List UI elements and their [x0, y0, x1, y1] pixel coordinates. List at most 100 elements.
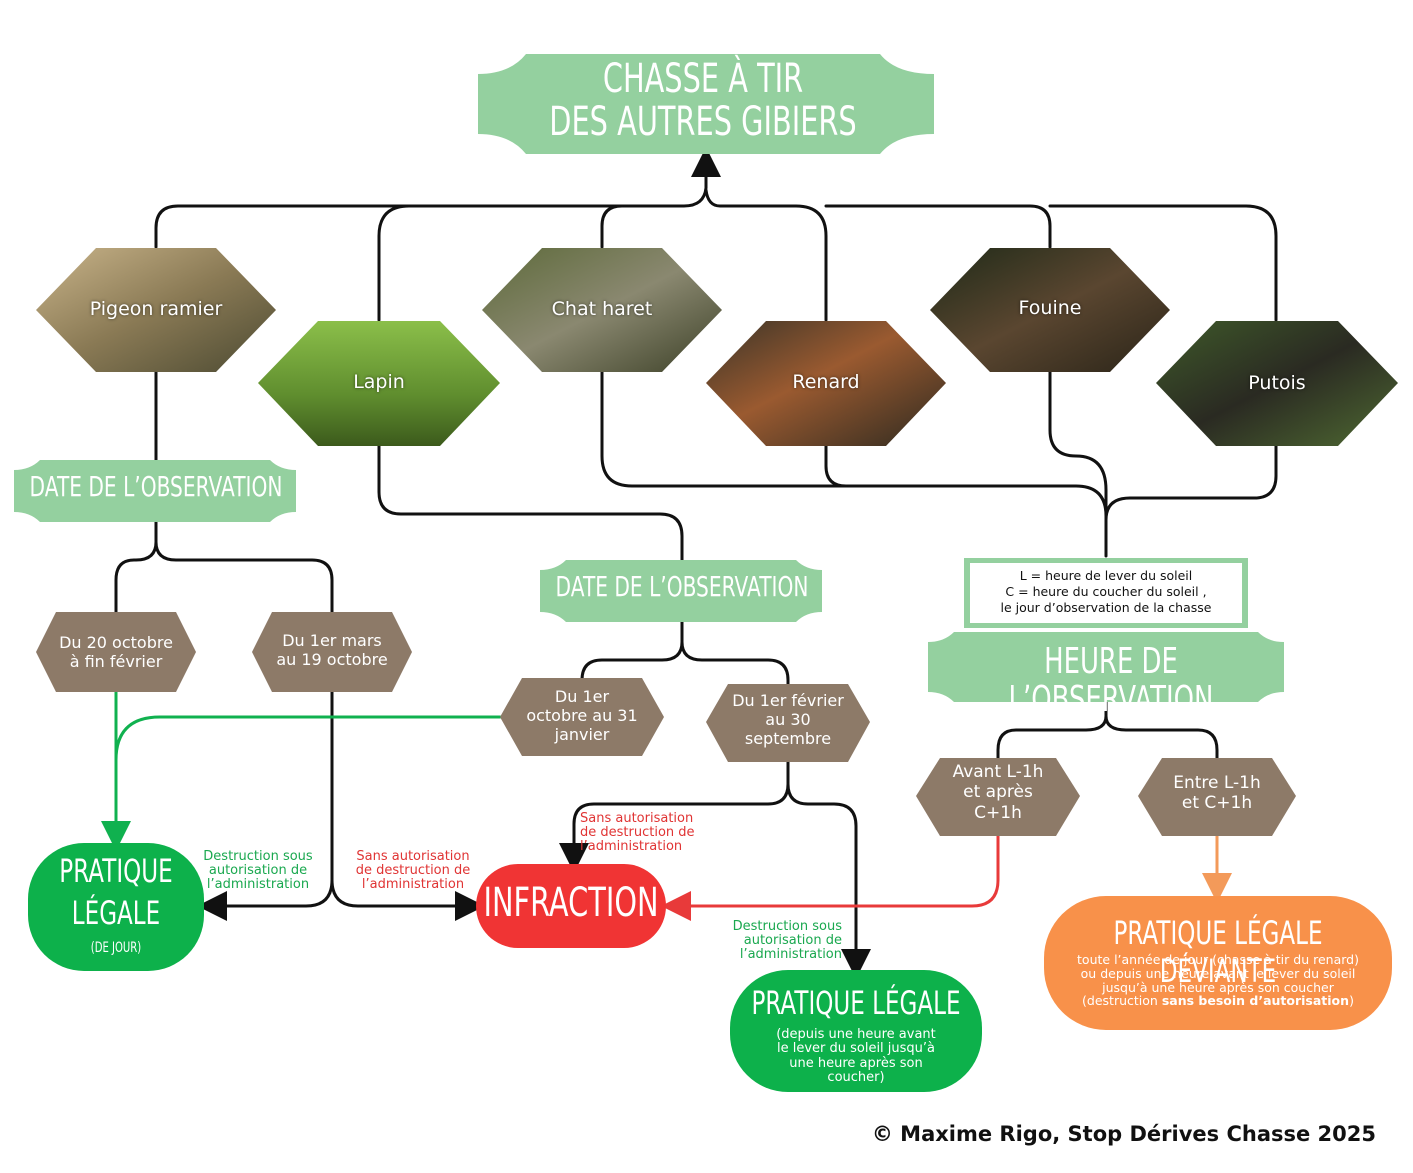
hour-2-line-2: et C+1h: [1181, 793, 1253, 814]
connector-date-mid-split: [580, 620, 684, 690]
hex-hour-2: [1138, 758, 1296, 836]
connector-date-left-split: [114, 520, 158, 614]
hex-renard: [706, 321, 946, 446]
connector-renard-to-heure: [824, 444, 848, 488]
period-4-label: Du 1er février au 30 septembre: [706, 691, 870, 749]
connector-date-mid-split-r: [680, 640, 790, 690]
note-destruction-middle-1: Destruction sous: [732, 919, 842, 934]
animal-label-renard: Renard: [792, 371, 860, 393]
heure-observation-label: HEURE DE L’OBSERVATION: [1008, 641, 1214, 720]
note-destruction-left-3: l’administration: [206, 877, 310, 893]
hour-1-line-1: Avant L-1h: [952, 762, 1044, 782]
red-connectors: [661, 834, 1000, 921]
connector-p3-to-legal: [114, 715, 502, 762]
note-destruction-middle: Destruction sous autorisation de l’admin…: [714, 919, 842, 962]
legal-day-line-2: LÉGALE: [71, 894, 161, 932]
hex-period-3: [500, 678, 664, 756]
animal-label-chat: Chat haret: [551, 298, 653, 320]
legend-box: [970, 563, 1242, 623]
title-line-2: DES AUTRES GIBIERS: [549, 99, 857, 145]
period-2-label: Du 1er mars au 19 octobre: [252, 631, 412, 669]
period-1-label: Du 20 octobre à fin février: [36, 633, 196, 671]
period-1-line-1: Du 20 octobre: [59, 633, 173, 652]
connector-renard-top: [704, 188, 828, 322]
period-1-line-2: à fin février: [69, 652, 163, 672]
note-sans-middle-3: l’administration: [580, 839, 683, 855]
connector-chat-to-heure: [600, 370, 1108, 518]
hour-1-line-3: C+1h: [974, 802, 1022, 823]
period-4-line-1: Du 1er février: [732, 691, 844, 710]
legal-day-line-1: PRATIQUE: [59, 852, 173, 890]
note-sans-left-3: l’administration: [361, 877, 465, 893]
note-destruction-left-2: autorisation de: [208, 863, 308, 879]
outcome-infraction: [476, 864, 666, 948]
date-observation-middle-label: DATE DE L’OBSERVATION: [555, 570, 809, 603]
period-3-label: Du 1er octobre au 31 janvier: [500, 687, 664, 745]
connector-fouine-to-heure: [1048, 370, 1108, 558]
connector-animals-to-title: [154, 147, 721, 249]
connector-putois-top: [1048, 204, 1278, 322]
legal-text-3: une heure après son: [789, 1055, 923, 1071]
connector-fouine-top: [824, 204, 1052, 249]
outcome-legal-day: [28, 843, 204, 971]
connector-p4-down: [559, 760, 790, 873]
deviant-text-2: ou depuis une heure avant le lever du so…: [1080, 965, 1356, 981]
hour-1-label: Avant L-1h et après C+1h: [916, 762, 1080, 823]
hex-chat: [482, 248, 722, 372]
hex-putois: [1156, 321, 1398, 446]
connector-lapin-top: [377, 204, 411, 322]
green-connectors: [101, 690, 502, 851]
heure-banner: [928, 632, 1284, 702]
deviant-text-4: (destruction sans besoin d’autorisation): [1054, 994, 1382, 1008]
hex-hour-1: [916, 758, 1080, 836]
period-3-line-2: octobre au 31: [526, 706, 638, 726]
period-3-line-1: Du 1er: [554, 687, 610, 706]
hex-period-1: [36, 612, 196, 692]
hour-1-line-2: et après: [963, 782, 1033, 803]
title-banner: [478, 54, 934, 154]
deviant-text-1: toute l’année de jour (chasse à tir du r…: [1077, 952, 1359, 967]
legal-text: (depuis une heure avant le lever du sole…: [740, 1027, 972, 1085]
infraction-label: INFRACTION: [483, 880, 659, 926]
outcome-deviant: [1044, 896, 1392, 1030]
note-destruction-left-1: Destruction sous: [203, 849, 313, 864]
hex-period-2: [252, 612, 412, 692]
hex-fouine: [930, 248, 1170, 372]
legend-text: L = heure de lever du soleil C = heure d…: [970, 568, 1242, 616]
deviant-title: PRATIQUE LÉGALE DÉVIANTE: [1113, 914, 1323, 990]
connector-putois-to-heure: [1104, 444, 1278, 522]
deviant-text-3: jusqu’à une heure après son coucher: [1102, 979, 1334, 995]
note-destruction-middle-2: autorisation de: [743, 933, 842, 949]
date-banner-middle: [540, 560, 822, 622]
animal-label-putois: Putois: [1248, 372, 1306, 394]
note-sans-left: Sans autorisation de destruction de l’ad…: [348, 849, 478, 893]
connector-p4-to-legal: [786, 782, 871, 979]
deviant-text-4-post: ): [1349, 993, 1354, 1009]
hex-pigeon: [36, 248, 276, 372]
period-4-line-2: au 30: [765, 710, 811, 730]
deviant-text: toute l’année de jour (chasse à tir du r…: [1054, 953, 1382, 1008]
connector-h1-to-infraction: [661, 834, 1000, 921]
title-line-1: CHASSE À TIR: [602, 56, 804, 102]
hex-lapin: [258, 321, 500, 446]
date-banner-left: [14, 460, 296, 522]
legal-text-4: coucher): [827, 1069, 885, 1085]
note-sans-middle-2: de destruction de: [580, 825, 695, 841]
legal-title: PRATIQUE LÉGALE: [751, 984, 961, 1022]
legend-line-1: L = heure de lever du soleil: [1019, 568, 1193, 583]
date-observation-left-label: DATE DE L’OBSERVATION: [29, 470, 283, 503]
note-destruction-left: Destruction sous autorisation de l’admin…: [196, 849, 320, 893]
animal-label-lapin: Lapin: [353, 371, 405, 393]
hour-2-label: Entre L-1h et C+1h: [1138, 773, 1296, 814]
connector-heure-split-r: [1104, 714, 1219, 762]
legend-line-2: C = heure du coucher du soleil ,: [1005, 584, 1207, 599]
hex-period-4: [706, 684, 870, 762]
period-2-line-2: au 19 octobre: [276, 650, 388, 670]
legend-line-3: le jour d’observation de la chasse: [1000, 600, 1212, 615]
connector-chat-top: [600, 204, 624, 249]
note-sans-middle: Sans autorisation de destruction de l’ad…: [580, 811, 712, 855]
period-4-line-3: septembre: [744, 729, 832, 749]
period-2-line-1: Du 1er mars: [282, 631, 382, 650]
legal-text-1: (depuis une heure avant: [776, 1027, 936, 1042]
